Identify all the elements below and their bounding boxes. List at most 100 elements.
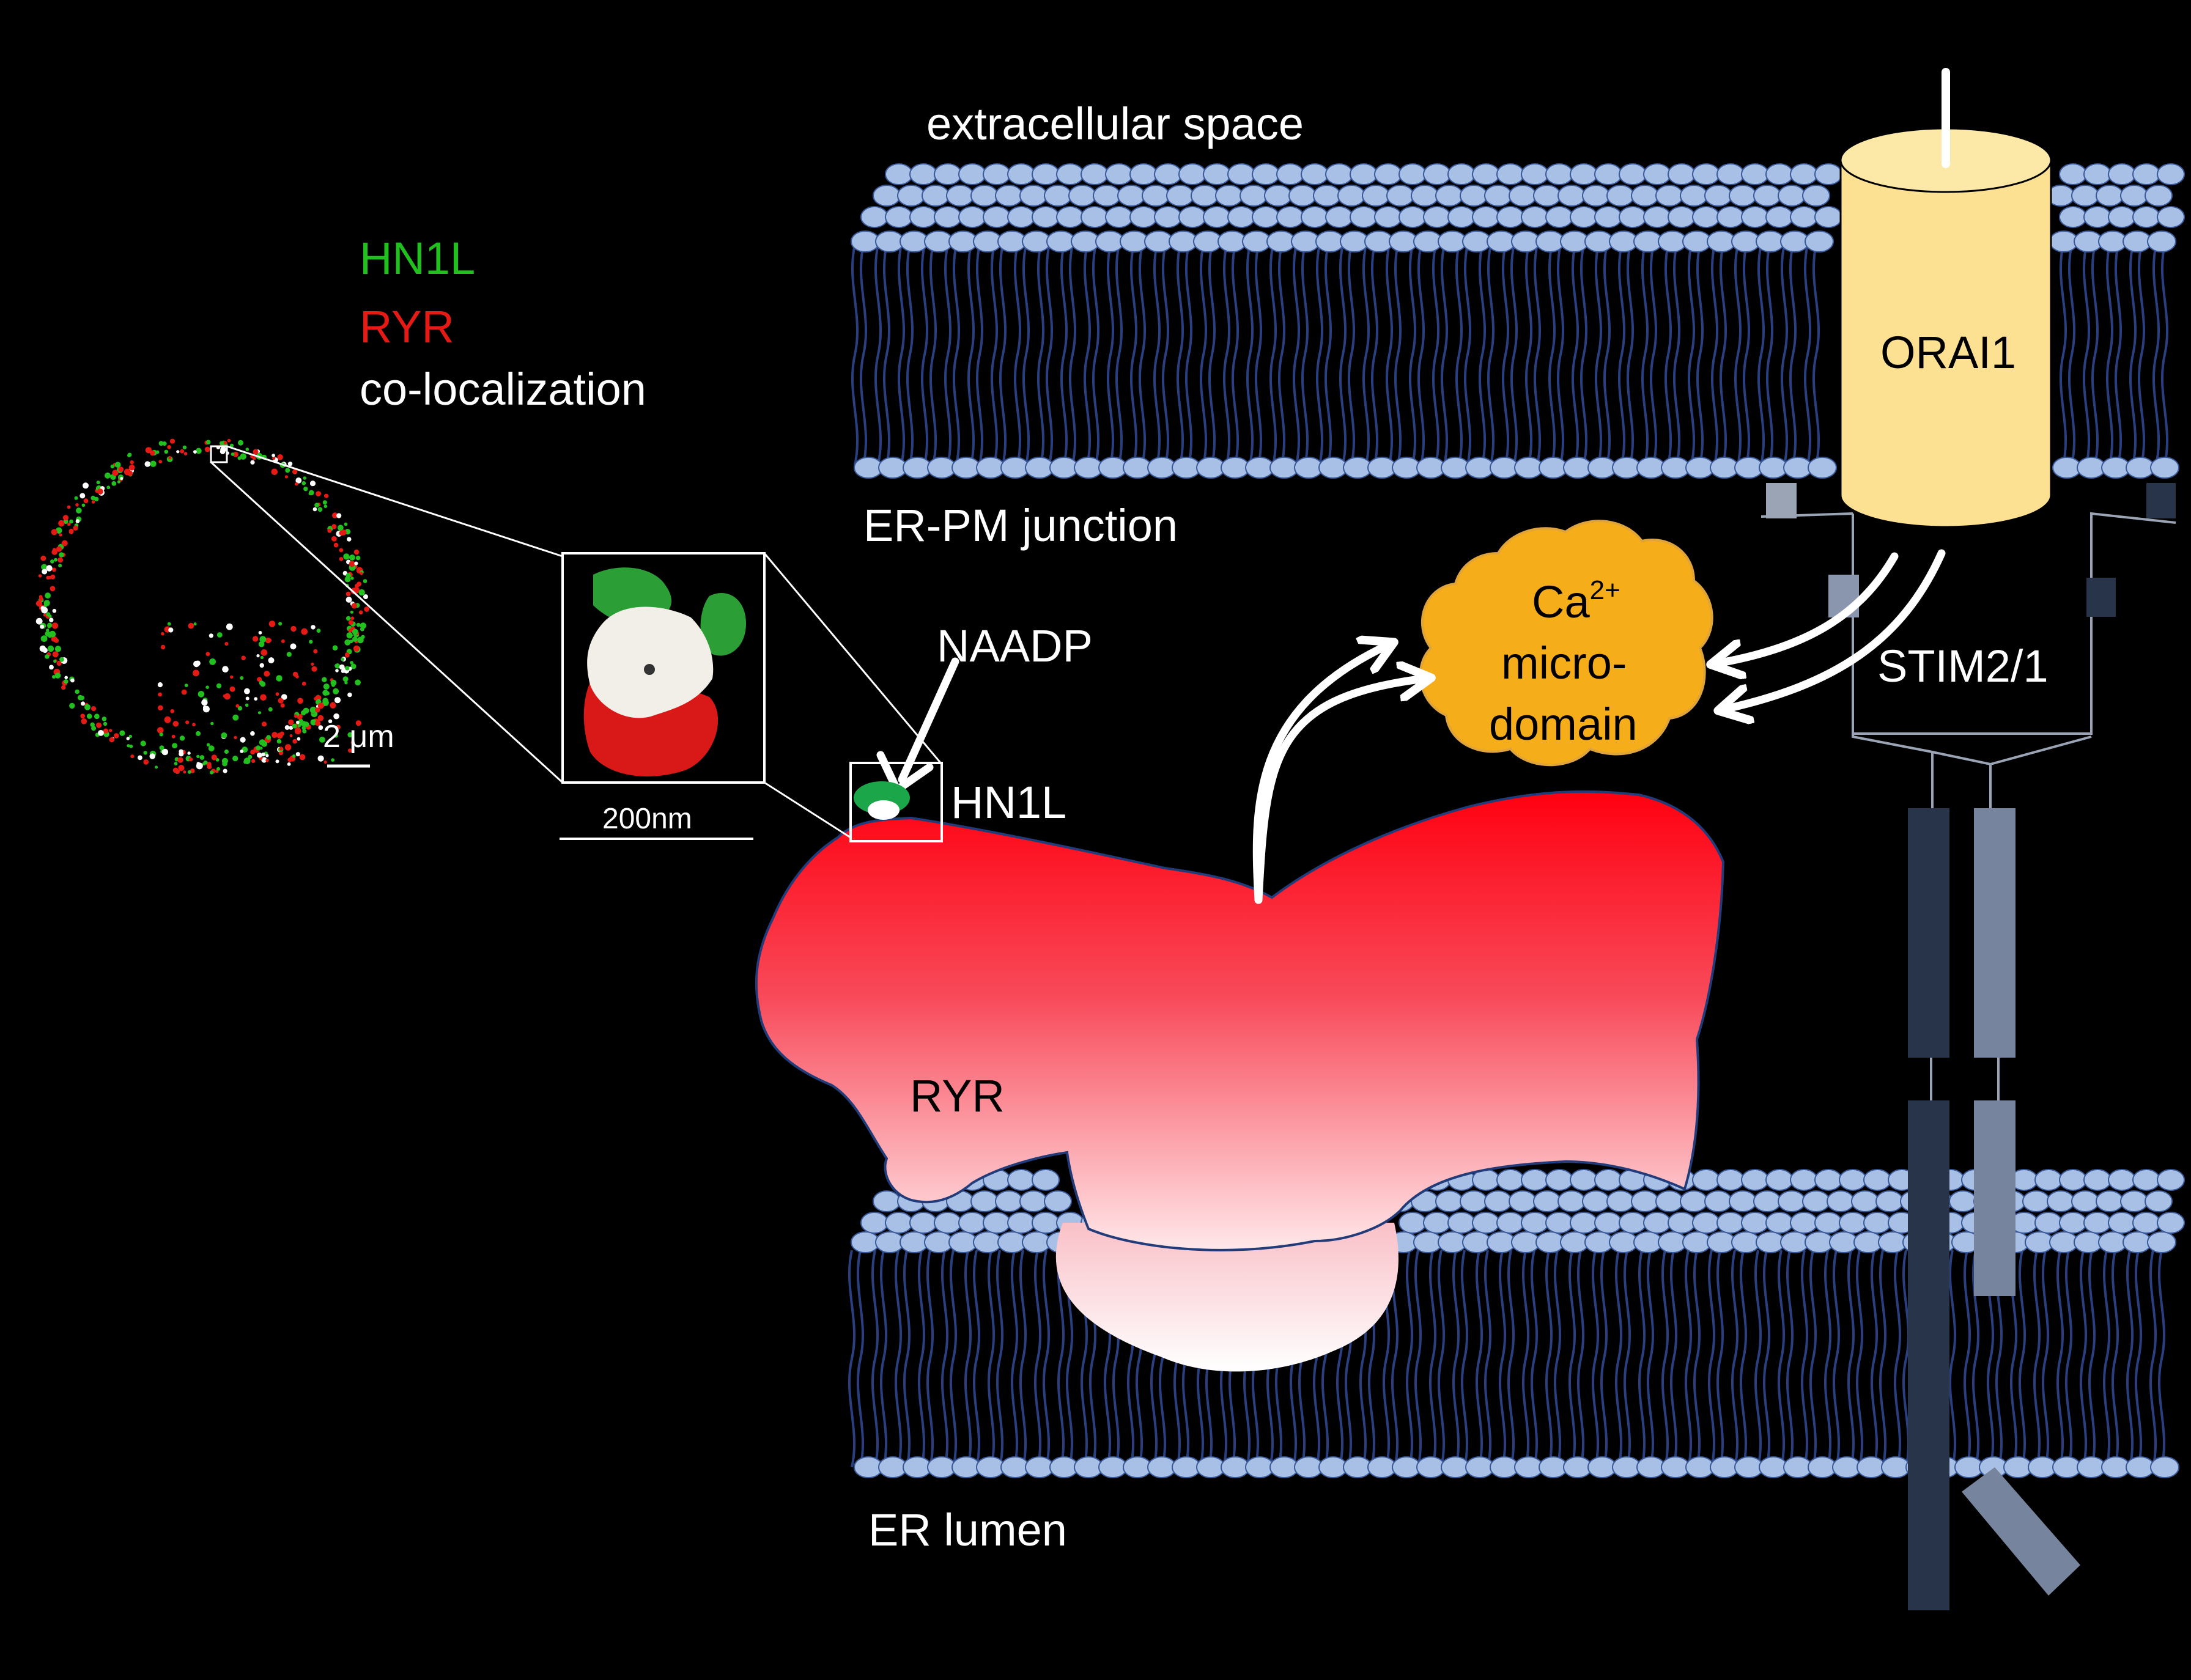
lipid-head bbox=[1704, 185, 1732, 207]
cell-dot bbox=[339, 664, 345, 670]
cell-dot bbox=[223, 768, 227, 773]
lipid-tail bbox=[1603, 244, 1611, 465]
cell-dot bbox=[160, 644, 166, 650]
plasma-membrane bbox=[851, 163, 2185, 479]
lipid-tail bbox=[1057, 1250, 1065, 1468]
cell-dot bbox=[281, 694, 287, 700]
lipid-head bbox=[2096, 1190, 2124, 1212]
cell-dot bbox=[83, 498, 89, 504]
lipid-tail bbox=[1693, 1250, 1701, 1468]
lipid-head bbox=[2034, 1169, 2063, 1191]
cell-dot bbox=[324, 493, 329, 498]
lipid-tail bbox=[1847, 1250, 1855, 1468]
cell-dot bbox=[198, 691, 205, 698]
cell-dot bbox=[79, 695, 85, 701]
lipid-tail bbox=[1184, 244, 1193, 465]
ryr-release-arrow-2 bbox=[1254, 679, 1425, 904]
cell-dot bbox=[188, 757, 193, 762]
lipid-head bbox=[1447, 163, 1476, 185]
lipid-tail bbox=[1893, 1250, 1902, 1468]
cell-dot bbox=[74, 496, 78, 500]
lipid-head bbox=[1521, 1169, 1549, 1191]
cell-dot bbox=[127, 470, 133, 476]
lipid-tail bbox=[944, 244, 952, 465]
cell-dot bbox=[209, 658, 216, 665]
lipid-head bbox=[897, 185, 925, 207]
cell-dot bbox=[347, 692, 352, 698]
cell-dot bbox=[235, 704, 240, 708]
lipid-head bbox=[1203, 206, 1231, 228]
lipid-tail bbox=[949, 1250, 958, 1468]
lipid-head bbox=[2108, 163, 2136, 185]
lipid-tail bbox=[848, 1250, 856, 1468]
cell-dot bbox=[330, 679, 337, 686]
cell-dot bbox=[272, 454, 275, 457]
cell-dot bbox=[317, 755, 324, 762]
cell-dot bbox=[181, 689, 187, 695]
lipid-tail bbox=[1385, 244, 1394, 465]
lipid-head bbox=[1790, 1169, 1818, 1191]
cell-dot bbox=[161, 748, 169, 756]
cell-dot bbox=[341, 657, 344, 661]
ryr-channel bbox=[755, 790, 1725, 1372]
cell-dot bbox=[196, 754, 200, 759]
cell-dot bbox=[222, 666, 229, 672]
lipid-tail bbox=[1623, 1250, 1631, 1468]
cell-dot bbox=[240, 750, 244, 753]
lipid-tail bbox=[2082, 244, 2091, 465]
lipid-tail bbox=[1176, 244, 1184, 465]
cell-dot bbox=[112, 470, 119, 476]
lipid-head bbox=[1484, 1190, 1512, 1212]
lipid-tail bbox=[1600, 1250, 1608, 1468]
cell-dot bbox=[54, 672, 61, 679]
lipid-head bbox=[1716, 206, 1745, 228]
cell-dot bbox=[220, 449, 226, 454]
cell-dot bbox=[301, 628, 308, 635]
ryr-pore bbox=[1055, 1223, 1398, 1372]
lipid-tail bbox=[1719, 244, 1727, 465]
cell-dot bbox=[168, 627, 174, 633]
cell-dot bbox=[313, 649, 318, 654]
lipid-tail bbox=[1277, 244, 1286, 465]
lipid-tail bbox=[975, 244, 984, 465]
lipid-tail bbox=[1661, 1250, 1669, 1468]
cell-dot bbox=[83, 482, 89, 489]
cell-dot bbox=[271, 468, 278, 476]
cell-dot bbox=[284, 744, 292, 751]
lipid-head bbox=[1655, 1190, 1683, 1212]
cell-dot bbox=[292, 469, 298, 474]
lipid-tail bbox=[1475, 1250, 1483, 1468]
cell-dot bbox=[292, 723, 297, 729]
cell-dot bbox=[301, 682, 306, 686]
cell-dot bbox=[140, 740, 146, 746]
lipid-tail bbox=[1594, 244, 1603, 465]
cell-dot bbox=[259, 636, 267, 643]
cell-dot bbox=[352, 636, 358, 642]
lipid-tail bbox=[1789, 244, 1797, 465]
lipid-head bbox=[1839, 1212, 1867, 1234]
cell-dot bbox=[51, 549, 57, 555]
cell-dot bbox=[103, 728, 109, 734]
cell-dot bbox=[245, 448, 249, 451]
arrows bbox=[876, 549, 1946, 904]
lipid-head bbox=[1753, 1190, 1781, 1212]
lipid-tail bbox=[1533, 244, 1542, 465]
cell-dot bbox=[106, 485, 111, 490]
cell-dot bbox=[346, 632, 353, 639]
lipid-tail bbox=[1762, 1250, 1771, 1468]
lipid-head bbox=[1496, 206, 1524, 228]
lipid-tail bbox=[1646, 1250, 1655, 1468]
cell-dot bbox=[336, 724, 341, 730]
lipid-head bbox=[2059, 206, 2087, 228]
lipid-tail bbox=[874, 244, 882, 465]
cell-dot bbox=[347, 537, 352, 542]
cell-dot bbox=[157, 727, 164, 734]
lipid-head bbox=[1570, 1169, 1598, 1191]
cell-dot bbox=[285, 468, 290, 473]
lipid-head bbox=[909, 1212, 937, 1234]
lipid-head bbox=[983, 163, 1011, 185]
lipid-head bbox=[1203, 163, 1231, 185]
lipid-tail bbox=[1812, 244, 1820, 465]
cell-dot bbox=[323, 683, 330, 690]
lipid-head bbox=[1582, 1190, 1610, 1212]
